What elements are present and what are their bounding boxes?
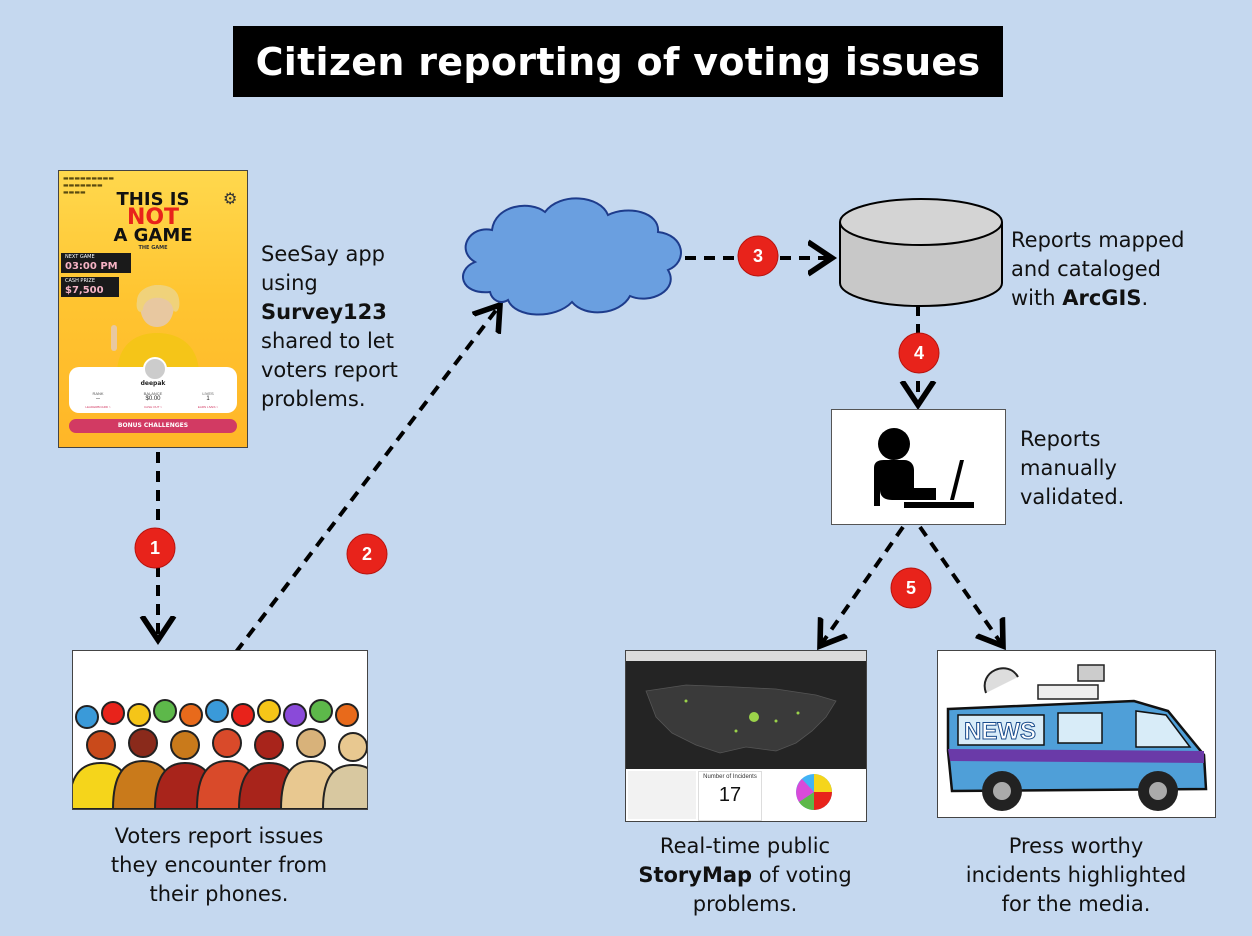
svg-text:NEWS: NEWS <box>964 718 1036 745</box>
step-badge-4: 4 <box>898 332 940 374</box>
news-van-image: NEWS <box>937 650 1216 818</box>
seesay-app-screenshot: ▬▬▬▬▬▬▬▬▬▬▬▬▬▬▬▬▬▬▬▬ ⚙ THIS IS NOT A GAM… <box>58 170 248 448</box>
gear-icon: ⚙ <box>223 191 238 208</box>
incidents-pie-chart <box>796 774 832 810</box>
voters-description: Voters report issues they encounter from… <box>110 824 328 906</box>
step-badge-5: 5 <box>890 567 932 609</box>
arrow-5-right <box>918 525 1003 646</box>
cloud-icon <box>462 197 682 316</box>
arrow-5-left <box>820 525 905 646</box>
svg-text:3: 3 <box>753 246 763 266</box>
profile-card: deepak RANK -- LEADERBOARD > BALANCE $0.… <box>69 357 237 413</box>
crowd-illustration <box>73 699 367 809</box>
arrow-2 <box>234 305 500 654</box>
phone-subtitle: THE GAME <box>138 245 168 251</box>
bonus-challenges-button: BONUS CHALLENGES <box>69 419 237 433</box>
host-photo <box>111 284 199 371</box>
step-badge-3: 3 <box>737 235 779 277</box>
media-description: Press worthy incidents highlighted for t… <box>965 834 1187 916</box>
phone-title-bottom: A GAME <box>113 225 193 246</box>
incident-count-card: Number of Incidents 17 <box>698 771 762 821</box>
validation-box <box>831 409 1006 525</box>
database-icon <box>839 198 1003 307</box>
phone-title-top: THIS IS <box>116 189 190 210</box>
person-at-laptop-icon <box>874 428 974 508</box>
step-badge-2: 2 <box>346 533 388 575</box>
news-van-illustration: NEWS <box>946 664 1208 811</box>
svg-text:2: 2 <box>362 544 372 564</box>
us-map <box>626 661 866 769</box>
step-badge-1: 1 <box>134 527 176 569</box>
validation-description: Reports manually validated. <box>1020 427 1125 509</box>
voters-crowd-image <box>72 650 368 810</box>
svg-text:5: 5 <box>906 578 916 598</box>
phone-title-mid: NOT <box>126 205 180 230</box>
app-description: SeeSay app using Survey123 shared to let… <box>261 242 398 411</box>
arcgis-description: Reports mapped and cataloged with ArcGIS… <box>1011 228 1185 310</box>
diagram-title: Citizen reporting of voting issues <box>233 26 1003 97</box>
svg-text:4: 4 <box>914 343 924 363</box>
cash-prize-tag: CASH PRIZE $7,500 <box>61 277 119 297</box>
next-game-tag: NEXT GAME 03:00 PM <box>61 253 131 273</box>
storymap-dashboard-screenshot: Number of Incidents 17 <box>625 650 867 822</box>
svg-text:1: 1 <box>150 538 160 558</box>
storymap-description: Real-time public StoryMap of voting prob… <box>638 834 852 916</box>
browser-toolbar <box>626 651 866 661</box>
